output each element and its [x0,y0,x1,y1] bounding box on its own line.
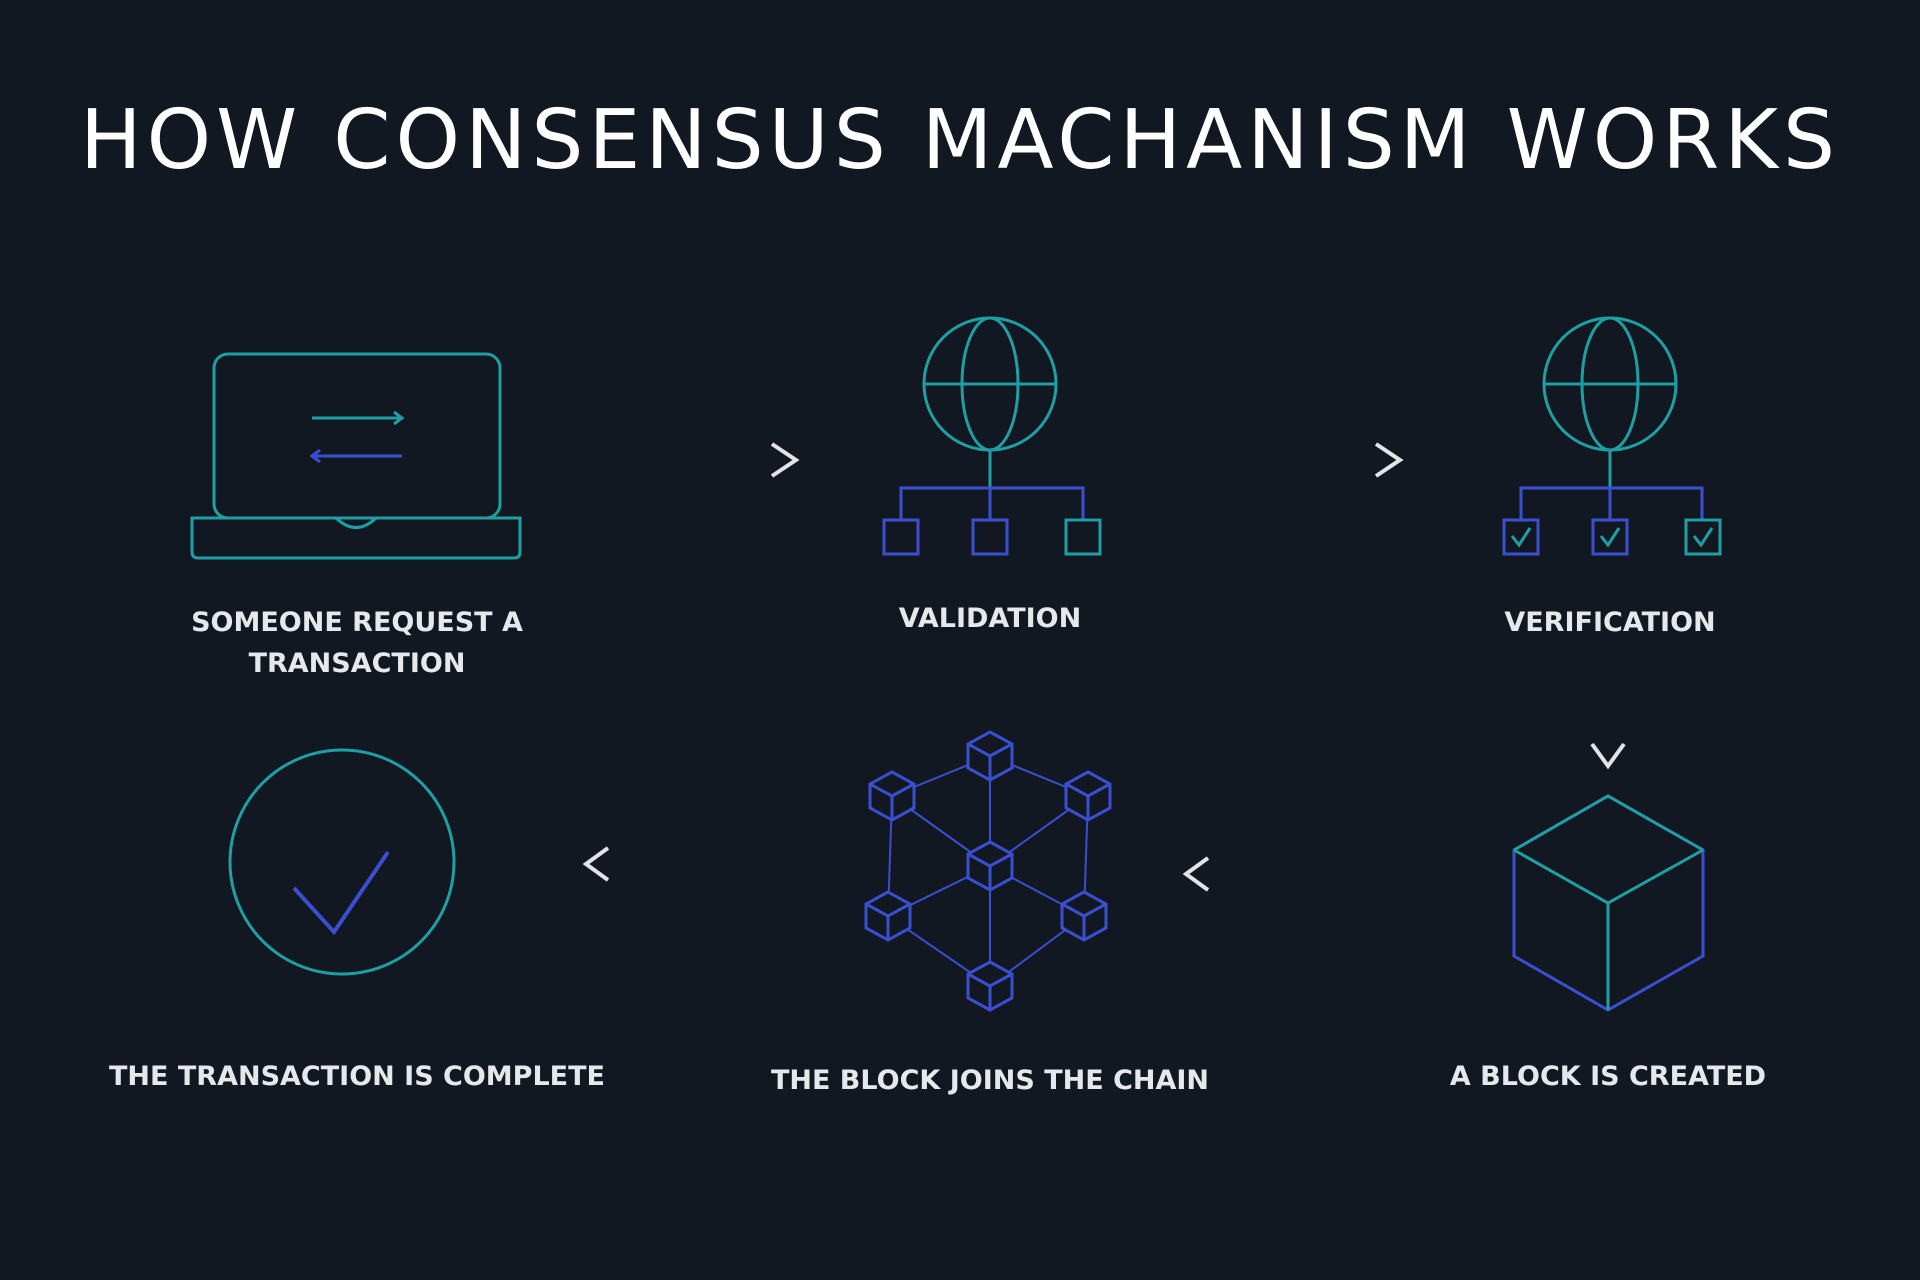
laptop-exchange-icon [190,352,522,560]
globe-network-checked-icon [1502,316,1722,556]
flow-arrow-5 [582,846,798,882]
check-circle-icon [228,748,456,976]
cube-icon [1512,794,1705,1012]
step-label-validation: VALIDATION [790,598,1190,639]
step-label-line: THE TRANSACTION IS COMPLETE [109,1061,605,1092]
flow-arrow-4 [1182,856,1398,892]
step-label-line: VERIFICATION [1504,607,1716,638]
step-label-line: TRANSACTION [248,648,466,679]
flow-arrow-1 [592,442,800,478]
step-label-line: SOMEONE REQUEST A [191,607,523,638]
step-label-block-joins: THE BLOCK JOINS THE CHAIN [740,1060,1240,1101]
step-label-block-created: A BLOCK IS CREATED [1398,1056,1818,1097]
step-label-request: SOMEONE REQUEST A TRANSACTION [142,602,572,684]
step-label-verification: VERIFICATION [1410,602,1810,643]
diagram-title: HOW CONSENSUS MACHANISM WORKS [79,93,1841,188]
step-label-line: VALIDATION [898,603,1082,634]
flow-arrow-2 [1195,442,1404,478]
globe-network-icon [882,316,1102,556]
flow-arrow-3 [1590,668,1626,770]
block-chain-icon [864,730,1112,1012]
step-label-line: A BLOCK IS CREATED [1449,1061,1767,1092]
step-label-complete: THE TRANSACTION IS COMPLETE [92,1056,622,1097]
step-label-line: THE BLOCK JOINS THE CHAIN [770,1065,1210,1096]
